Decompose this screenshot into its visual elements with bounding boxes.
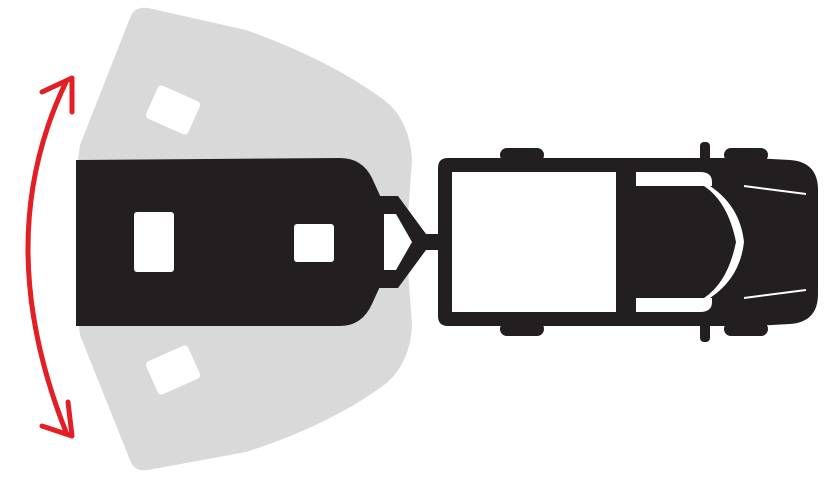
ghost-window-up	[145, 85, 201, 135]
wheel-rear-top	[500, 148, 544, 162]
mirror-top	[700, 142, 710, 162]
trailer	[76, 158, 382, 326]
wheel-front-top	[724, 148, 768, 162]
trailer-window-front	[294, 224, 334, 262]
wheel-front-bottom	[724, 322, 768, 336]
pickup-truck	[438, 142, 818, 342]
ghost-window-down	[145, 345, 201, 395]
wheel-rear-bottom	[500, 322, 544, 336]
mirror-bottom	[700, 322, 710, 342]
sway-arrow-icon	[25, 75, 75, 439]
trailer-window-rear	[134, 212, 174, 272]
tow-hitch	[372, 196, 446, 288]
